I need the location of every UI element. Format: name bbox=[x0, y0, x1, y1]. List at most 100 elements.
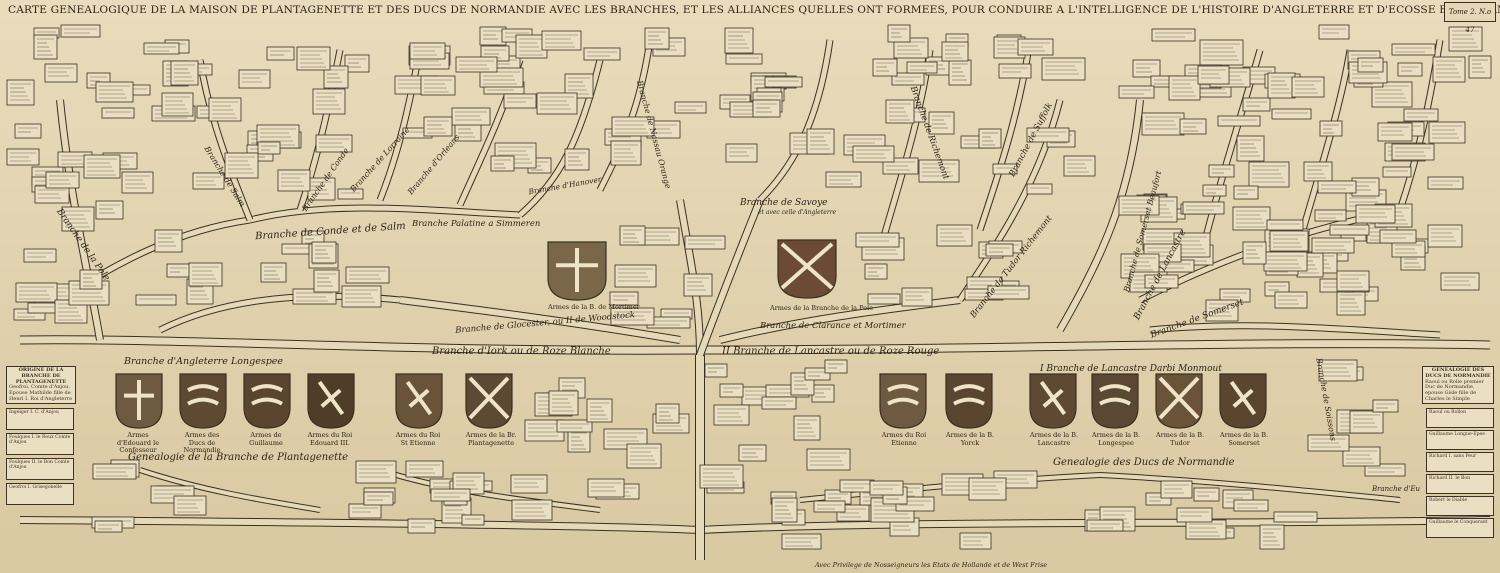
entry-box bbox=[614, 264, 657, 288]
coat-of-arms-shield bbox=[115, 373, 163, 429]
arms-caption-somerset: Armes de la B. Somerset bbox=[1219, 431, 1269, 447]
entry-box bbox=[1377, 122, 1413, 142]
arms-caption-ducs-normandie: Armes des Ducs de Normandie bbox=[183, 431, 221, 454]
entry-box bbox=[684, 235, 726, 250]
branch-rail-fill bbox=[697, 198, 763, 357]
entry-box bbox=[704, 363, 728, 378]
entry-box bbox=[503, 93, 537, 109]
arms-caption-pole: Armes de la Branche de la Pole bbox=[770, 304, 874, 312]
coat-of-arms-shield bbox=[179, 373, 227, 429]
branch-label-savoye: Branche de Savoye bbox=[740, 198, 828, 208]
branch-label-savoye-sub: et avec celle d'Angleterre bbox=[758, 209, 837, 216]
entry-box bbox=[161, 92, 194, 117]
entry-box bbox=[95, 200, 124, 220]
entry-box bbox=[1319, 120, 1343, 137]
entry-box bbox=[1355, 204, 1396, 224]
entry-box bbox=[420, 75, 456, 96]
entry-box bbox=[208, 97, 242, 122]
entry-plantagenet-4: Geofroi I. Grisegonelle bbox=[6, 483, 74, 505]
entry-box bbox=[968, 477, 1007, 501]
branch-label-lancastre-darbi: I Branche de Lancastre Darbi Monmout bbox=[1040, 364, 1222, 374]
entry-box bbox=[556, 419, 593, 433]
coat-of-arms-shield bbox=[1091, 373, 1139, 429]
entry-box bbox=[699, 464, 744, 489]
entry-box bbox=[461, 514, 485, 526]
arms-caption-tudor: Armes de la B. Tudor bbox=[1155, 431, 1205, 447]
entry-box bbox=[1427, 224, 1463, 248]
entry-box bbox=[583, 47, 621, 61]
entry-box bbox=[94, 520, 123, 533]
entry-box bbox=[1311, 237, 1355, 254]
entry-box bbox=[121, 171, 154, 194]
entry-box bbox=[101, 107, 135, 119]
branch-label-york: Branche d'Iork ou de Roze Blanche bbox=[432, 346, 611, 357]
entry-box bbox=[1208, 164, 1235, 178]
arms-caption-etienne: Armes du Roi Etienne bbox=[881, 431, 927, 447]
entry-box bbox=[341, 285, 382, 308]
entry-box bbox=[1269, 230, 1309, 252]
entry-box bbox=[872, 58, 898, 77]
coat-of-arms-shield bbox=[777, 239, 837, 299]
entry-box bbox=[998, 63, 1032, 79]
arms-caption-guillaume: Armes de Guillaume bbox=[249, 431, 283, 447]
entry-box bbox=[619, 225, 646, 246]
entry-box bbox=[928, 111, 955, 135]
entry-box bbox=[143, 42, 180, 55]
entry-box bbox=[323, 65, 349, 89]
entry-box bbox=[1041, 57, 1086, 81]
entry-box bbox=[1242, 97, 1271, 112]
entry-box bbox=[761, 396, 797, 410]
entry-box bbox=[348, 503, 382, 519]
entry-box bbox=[455, 56, 498, 73]
entry-box bbox=[423, 116, 453, 137]
volume-reference: Tome 2. N.o 47 bbox=[1444, 2, 1496, 34]
entry-box bbox=[1440, 272, 1480, 291]
entry-box bbox=[918, 159, 960, 183]
arms-caption-st-etienne: Armes du Roi St Etienne bbox=[395, 431, 441, 447]
branch-rail-fill bbox=[758, 39, 833, 202]
entry-box bbox=[44, 63, 78, 83]
entry-box bbox=[1197, 65, 1230, 85]
entry-box bbox=[752, 99, 781, 118]
privilege-notice: Avec Privilege de Nosseigneurs les Etats… bbox=[815, 561, 1048, 569]
entry-normandie-5: Robert le Diable bbox=[1426, 496, 1494, 516]
coat-of-arms-shield bbox=[395, 373, 443, 429]
entry-box bbox=[1132, 59, 1161, 78]
entry-box bbox=[824, 359, 848, 374]
entry-box bbox=[885, 99, 915, 124]
entry-box bbox=[813, 500, 846, 513]
entry-box bbox=[906, 61, 938, 74]
entry-box bbox=[311, 241, 337, 264]
coat-of-arms-shield bbox=[243, 373, 291, 429]
branch-label-clarence: Branche de Clarance et Mortimer bbox=[760, 321, 906, 331]
entry-box bbox=[1266, 219, 1304, 231]
entry-box bbox=[1118, 195, 1160, 216]
coat-of-arms-shield bbox=[307, 373, 355, 429]
entry-box bbox=[725, 143, 758, 163]
entry-box bbox=[1329, 224, 1370, 236]
entry-box bbox=[1063, 155, 1096, 177]
coat-of-arms-shield bbox=[1219, 373, 1267, 429]
branch-rail-fill bbox=[197, 59, 253, 221]
branch-rail-fill bbox=[1149, 323, 1441, 338]
entry-box bbox=[804, 367, 831, 381]
entry-box bbox=[825, 171, 862, 188]
entry-box bbox=[79, 269, 103, 290]
entry-box bbox=[1336, 270, 1370, 292]
entry-box bbox=[992, 163, 1018, 175]
entry-box bbox=[869, 480, 904, 496]
entry-box bbox=[1193, 487, 1220, 502]
entry-box bbox=[586, 398, 613, 423]
entry-box bbox=[887, 24, 911, 43]
entry-box bbox=[173, 495, 207, 516]
coat-of-arms-shield bbox=[1155, 373, 1203, 429]
arms-caption-plantagenette: Armes de la Br. Plantagenette bbox=[465, 431, 517, 447]
entry-box bbox=[313, 269, 340, 293]
entry-box bbox=[725, 53, 763, 65]
entry-box bbox=[1141, 112, 1185, 136]
entry-box bbox=[1242, 241, 1267, 265]
entry-normandie-6: Guillaume le Conquerant bbox=[1426, 518, 1494, 538]
coats-of-arms bbox=[115, 239, 1267, 429]
entry-box bbox=[1273, 511, 1318, 523]
entry-box bbox=[1160, 480, 1193, 499]
